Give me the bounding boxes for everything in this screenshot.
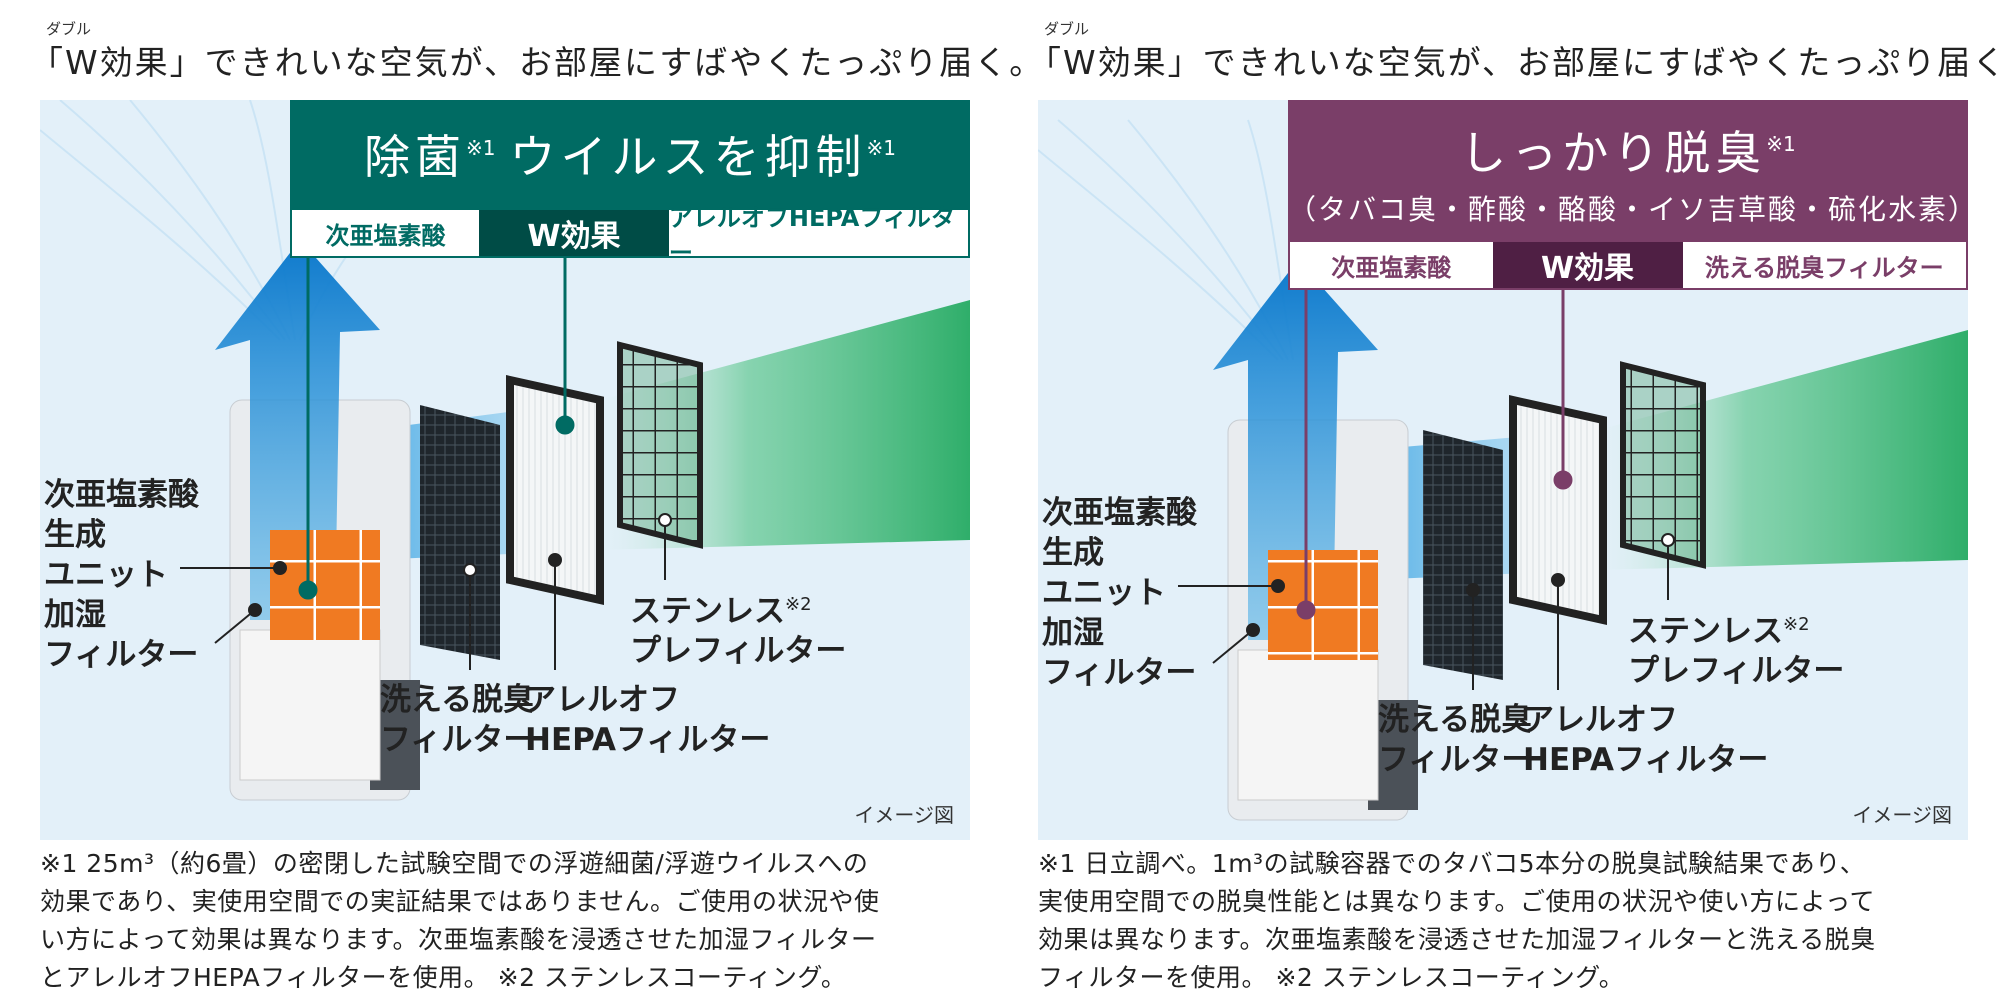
purifier-diagram <box>1038 119 1968 821</box>
label-hepa: アレルオフ HEPAフィルター <box>1523 702 1769 778</box>
hepa-filter <box>1509 395 1607 625</box>
hypochlorous-unit <box>270 530 380 640</box>
footnote-mark: ※1 <box>466 136 496 160</box>
headline-ruby: ダブル <box>46 20 92 38</box>
banner-title: 除菌 ※1 ウイルスを抑制 ※1 <box>290 100 970 208</box>
headline-ruby: ダブル <box>1044 20 1090 38</box>
image-note: イメージ図 <box>1852 803 1952 827</box>
outflow-arrow <box>215 240 380 620</box>
banner-title-text: しっかり脱臭 <box>1460 126 1767 180</box>
tag-w-effect: W効果 <box>1492 242 1683 288</box>
purifier-diagram <box>40 100 970 801</box>
label-deodor: 洗える脱臭 フィルター <box>380 682 535 758</box>
headline: 「W効果」できれいな空気が、お部屋にすばやくたっぷり届く。 <box>1028 43 2000 82</box>
w-effect-bar: 次亜塩素酸 W効果 アレルオフHEPAフィルター <box>290 204 970 267</box>
banner-title: しっかり脱臭 ※1 <box>1288 100 1968 190</box>
steel-prefilter <box>617 341 703 549</box>
water-tank <box>1237 649 1379 801</box>
headline: 「W効果」できれいな空気が、お部屋にすばやくたっぷり届く。 <box>30 43 1045 82</box>
tag-w-effect: W効果 <box>478 210 669 256</box>
label-deodor: 洗える脱臭 フィルター <box>1378 702 1533 778</box>
label-hepa: アレルオフ HEPAフィルター <box>525 682 771 758</box>
effect-banner: しっかり脱臭 ※1 （タバコ臭・酢酸・酪酸・イソ吉草酸・硫化水素） 次亜塩素酸 … <box>1288 100 1968 290</box>
banner-title-a: 除菌 <box>364 130 467 184</box>
steel-prefilter <box>1620 361 1706 569</box>
label-unit: 次亜塩素酸 生成 ユニット <box>1042 495 1197 611</box>
tag-hepa: アレルオフHEPAフィルター <box>668 204 968 267</box>
water-tank <box>239 629 381 781</box>
label-humidifier: 加湿 フィルター <box>44 597 199 673</box>
hepa-filter <box>506 375 604 605</box>
hypochlorous-unit <box>1268 550 1378 660</box>
footnote-mark: ※1 <box>866 136 896 160</box>
footnote: ※1 25m³（約6畳）の密閉した試験空間での浮遊細菌/浮遊ウイルスへの 効果で… <box>40 849 880 992</box>
banner-title-b: ウイルスを抑制 <box>509 130 867 184</box>
label-unit: 次亜塩素酸 生成 ユニット <box>44 477 199 593</box>
tag-hypochlorous: 次亜塩素酸 <box>292 210 479 256</box>
banner-subtitle: （タバコ臭・酢酸・酪酸・イソ吉草酸・硫化水素） <box>1288 190 1968 240</box>
deodor-filter <box>1423 430 1503 680</box>
footnote-mark: ※1 <box>1766 132 1796 156</box>
footnote: ※1 日立調べ。1m³の試験容器でのタバコ5本分の脱臭試験結果であり、 実使用空… <box>1038 849 1876 992</box>
image-note: イメージ図 <box>854 803 954 827</box>
tag-hypochlorous: 次亜塩素酸 <box>1290 242 1493 288</box>
label-humidifier: 加湿 フィルター <box>1042 615 1197 691</box>
deodor-filter <box>420 405 500 660</box>
label-steel: ステンレス※2 プレフィルター <box>630 593 847 670</box>
left-panel: ダブル 「W効果」できれいな空気が、お部屋にすばやくたっぷり届く。 <box>30 0 1042 1002</box>
outflow-arrow <box>1213 260 1378 640</box>
label-steel: ステンレス※2 プレフィルター <box>1628 613 1845 690</box>
right-panel: ダブル 「W効果」できれいな空気が、お部屋にすばやくたっぷり届く。 <box>1028 0 2000 1002</box>
tag-deodor: 洗える脱臭フィルター <box>1682 242 1966 288</box>
effect-banner: 除菌 ※1 ウイルスを抑制 ※1 次亜塩素酸 W効果 アレルオフHEPAフィルタ… <box>290 100 970 267</box>
w-effect-bar: 次亜塩素酸 W効果 洗える脱臭フィルター <box>1288 240 1968 290</box>
product-illustration: 除菌 ※1 ウイルスを抑制 ※1 次亜塩素酸 W効果 アレルオフHEPAフィルタ… <box>40 100 970 840</box>
product-illustration: しっかり脱臭 ※1 （タバコ臭・酢酸・酪酸・イソ吉草酸・硫化水素） 次亜塩素酸 … <box>1038 100 1968 840</box>
